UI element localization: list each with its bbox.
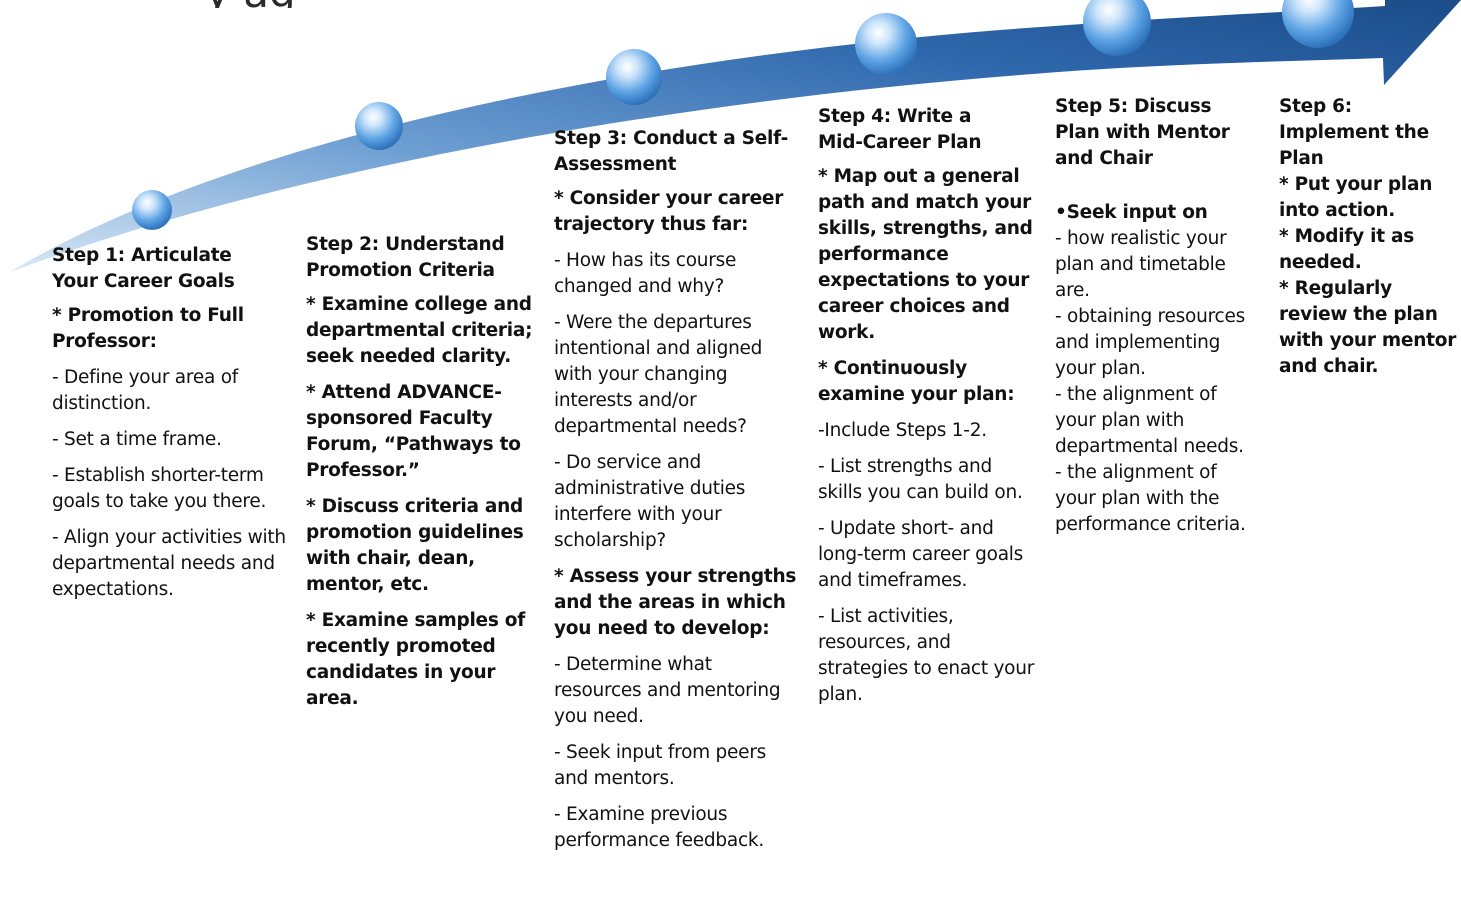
step-6-item: * Modify it as needed. (1279, 226, 1414, 273)
step-5-item: - the alignment of your plan with depart… (1055, 384, 1244, 457)
step-4-item: - List strengths and skills you can buil… (818, 456, 1023, 503)
step-3-bubble (606, 49, 662, 105)
step-1-item: - Align your activities with departmenta… (52, 527, 286, 600)
step-3-item: * Assess your strengths and the areas in… (554, 566, 797, 639)
step-4-item: -Include Steps 1-2. (818, 420, 987, 441)
step-4-item: * Continuously examine your plan: (818, 358, 1015, 405)
step-3-item: * Consider your career trajectory thus f… (554, 188, 784, 235)
step-4-item: - Update short- and long-term career goa… (818, 518, 1024, 591)
step-4-item: * Map out a general path and match your … (818, 166, 1033, 343)
step-2-item: * Attend ADVANCE-sponsored Faculty Forum… (306, 382, 521, 481)
step-4-bubble (855, 13, 917, 75)
step-2-item: * Examine samples of recently promoted c… (306, 610, 526, 709)
arrow-body (10, 0, 1461, 272)
step-1-item: * Promotion to Full Professor: (52, 305, 244, 352)
step-3-column: Step 3: Conduct a Self-Assessment * Cons… (554, 126, 798, 864)
step-6-item: * Regularly review the plan with your me… (1279, 278, 1457, 377)
step-1-item: - Establish shorter-term goals to take y… (52, 465, 267, 512)
step-1-item: - Define your area of distinction. (52, 367, 239, 414)
step-3-item: - How has its course changed and why? (554, 250, 737, 297)
step-6-item: * Put your plan into action. (1279, 174, 1433, 221)
step-3-item: - Seek input from peers and mentors. (554, 742, 767, 789)
step-5-item: •Seek input on (1055, 202, 1208, 223)
step-3-item: - Do service and administrative duties i… (554, 452, 746, 551)
step-5-item: - the alignment of your plan with the pe… (1055, 462, 1246, 535)
step-3-item: - Examine previous performance feedback. (554, 804, 764, 851)
step-3-item: - Determine what resources and mentoring… (554, 654, 781, 727)
step-2-item: * Discuss criteria and promotion guideli… (306, 496, 524, 595)
step-1-item: - Set a time frame. (52, 429, 222, 450)
step-5-bubble (1083, 0, 1151, 56)
step-3-item: - Were the departures intentional and al… (554, 312, 763, 437)
step-5-item: - obtaining resources and implementing y… (1055, 306, 1245, 379)
title-fragment: y ag (205, 0, 525, 8)
step-3-heading: Step 3: Conduct a Self-Assessment (554, 128, 789, 175)
step-6-bubble (1282, 0, 1354, 48)
step-2-bubble (355, 102, 403, 150)
step-2-item: * Examine college and departmental crite… (306, 294, 533, 367)
step-4-item: - List activities, resources, and strate… (818, 606, 1035, 705)
step-5-item: - how realistic your plan and timetable … (1055, 228, 1227, 301)
step-1-bubble (132, 190, 172, 230)
